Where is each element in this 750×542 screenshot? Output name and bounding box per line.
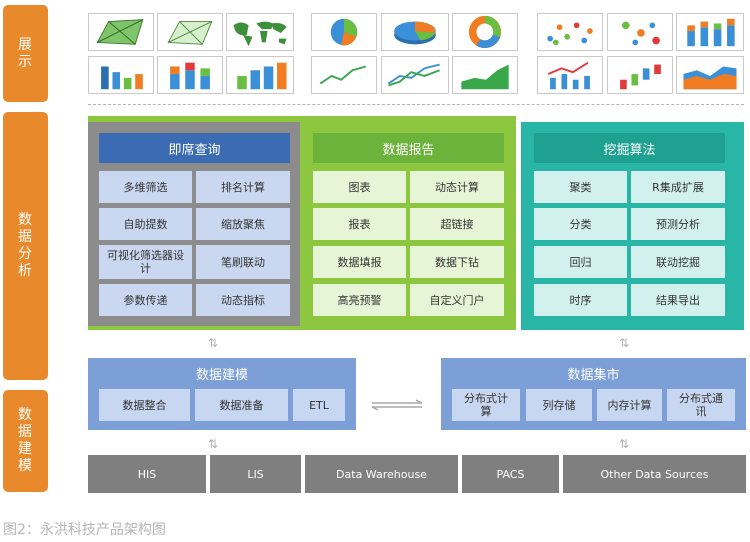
adhoc-item-1: 排名计算 — [196, 171, 290, 203]
modeling-item-0: 数据整合 — [99, 389, 190, 421]
adhoc-item-7: 动态指标 — [196, 284, 290, 316]
mart-item-2: 内存计算 — [597, 389, 662, 421]
map-2-icon — [157, 13, 223, 51]
report-item-6: 高亮预警 — [313, 284, 406, 316]
stacked-area-icon — [676, 56, 744, 94]
report-item-1: 动态计算 — [410, 171, 504, 203]
report-item-7: 自定义门户 — [410, 284, 504, 316]
pie-chart-3d-icon — [381, 13, 449, 51]
bar-chart-icon — [88, 56, 154, 94]
source-other: Other Data Sources — [563, 455, 746, 493]
world-map-icon — [226, 13, 294, 51]
mining-item-2: 分类 — [534, 208, 627, 240]
report-item-0: 图表 — [313, 171, 406, 203]
line-chart-2-icon — [381, 56, 449, 94]
layer-analysis: 数据分析 — [3, 112, 48, 380]
scatter-chart-2-icon — [607, 13, 673, 51]
source-his: HIS — [88, 455, 206, 493]
report-item-3: 超链接 — [410, 208, 504, 240]
mining-item-1: R集成扩展 — [631, 171, 725, 203]
area-chart-icon — [452, 56, 518, 94]
adhoc-item-3: 缩放聚焦 — [196, 208, 290, 240]
bar-3d-icon — [226, 56, 294, 94]
mining-item-6: 时序 — [534, 284, 627, 316]
stacked-bar-3d-icon — [676, 13, 744, 51]
map-1-icon — [88, 13, 154, 51]
adhoc-item-2: 自助提数 — [99, 208, 192, 240]
left-right-arrow-icon — [368, 396, 426, 411]
mart-item-1: 列存储 — [526, 389, 592, 421]
adhoc-query-title: 即席查询 — [99, 133, 290, 163]
report-item-4: 数据填报 — [313, 246, 406, 278]
mining-item-4: 回归 — [534, 246, 627, 278]
mart-item-0: 分布式计算 — [452, 389, 520, 421]
up-down-arrow-icon: ⇅ — [207, 336, 219, 350]
layer-modeling-label: 数据建模 — [18, 407, 33, 474]
mining-item-7: 结果导出 — [631, 284, 725, 316]
mining-item-3: 预测分析 — [631, 208, 725, 240]
source-pacs: PACS — [462, 455, 559, 493]
mining-item-0: 聚类 — [534, 171, 627, 203]
line-chart-1-icon — [311, 56, 377, 94]
mart-title: 数据集市 — [567, 367, 620, 383]
adhoc-item-0: 多维筛选 — [99, 171, 192, 203]
mining-title: 挖掘算法 — [534, 133, 725, 163]
mart-item-3: 分布式通讯 — [667, 389, 735, 421]
layer-display: 展示 — [3, 5, 48, 102]
up-down-arrow-icon: ⇅ — [618, 437, 630, 451]
report-item-2: 报表 — [313, 208, 406, 240]
layer-display-label: 展示 — [18, 36, 33, 70]
adhoc-item-5: 笔刷联动 — [196, 245, 290, 279]
floating-bar-icon — [607, 56, 673, 94]
adhoc-item-6: 参数传递 — [99, 284, 192, 316]
stacked-bar-icon — [157, 56, 223, 94]
modeling-title: 数据建模 — [195, 367, 248, 383]
up-down-arrow-icon: ⇅ — [618, 336, 630, 350]
donut-chart-icon — [452, 13, 518, 51]
pie-chart-1-icon — [311, 13, 377, 51]
source-data-warehouse: Data Warehouse — [305, 455, 458, 493]
mining-item-5: 联动挖掘 — [631, 246, 725, 278]
source-lis: LIS — [210, 455, 301, 493]
layer-modeling: 数据建模 — [3, 390, 48, 492]
figure-caption: 图2：永洪科技产品架构图 — [3, 522, 166, 538]
layer-analysis-label: 数据分析 — [18, 212, 33, 279]
section-divider — [88, 104, 744, 105]
report-item-5: 数据下钻 — [410, 246, 504, 278]
line-bar-icon — [537, 56, 603, 94]
scatter-chart-1-icon — [537, 13, 603, 51]
modeling-item-2: ETL — [293, 389, 345, 421]
modeling-item-1: 数据准备 — [195, 389, 288, 421]
report-title: 数据报告 — [313, 133, 504, 163]
up-down-arrow-icon: ⇅ — [207, 437, 219, 451]
adhoc-item-4: 可视化筛选器设计 — [99, 245, 192, 279]
